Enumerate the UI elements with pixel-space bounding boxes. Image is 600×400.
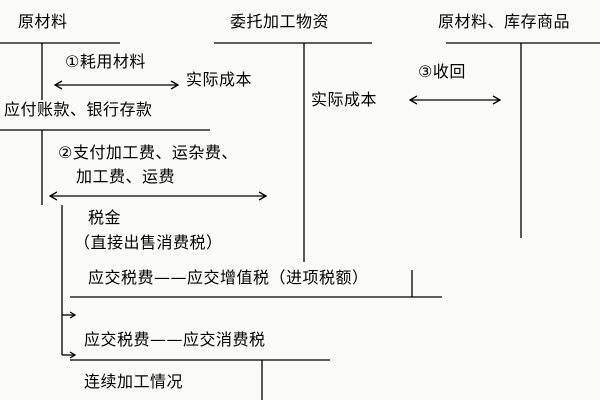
- actual-cost-label-1: 实际成本: [186, 70, 253, 89]
- account-inventory: 原材料、库存商品: [438, 12, 571, 31]
- account-entrusted-processing: 委托加工物资: [230, 12, 330, 31]
- account-vat-input: 应交税费——应交增值税（进项税额）: [88, 268, 369, 287]
- continue-processing-label: 连续加工情况: [84, 372, 184, 391]
- tax-label: 税金: [88, 208, 122, 227]
- account-consumption-tax: 应交税费——应交消费税: [84, 330, 266, 349]
- direct-sale-tax-label: （直接出售消费税）: [74, 233, 223, 252]
- account-raw-materials: 原材料: [18, 12, 68, 31]
- step-3-label: ③收回: [418, 62, 466, 81]
- step-2-label-line2: 加工费、运费: [76, 167, 176, 186]
- actual-cost-label-2: 实际成本: [311, 90, 378, 109]
- step-1-label: ①耗用材料: [65, 52, 146, 71]
- step-2-label-line1: ②支付加工费、运杂费、: [58, 143, 238, 162]
- account-payables-bank: 应付账款、银行存款: [4, 100, 153, 119]
